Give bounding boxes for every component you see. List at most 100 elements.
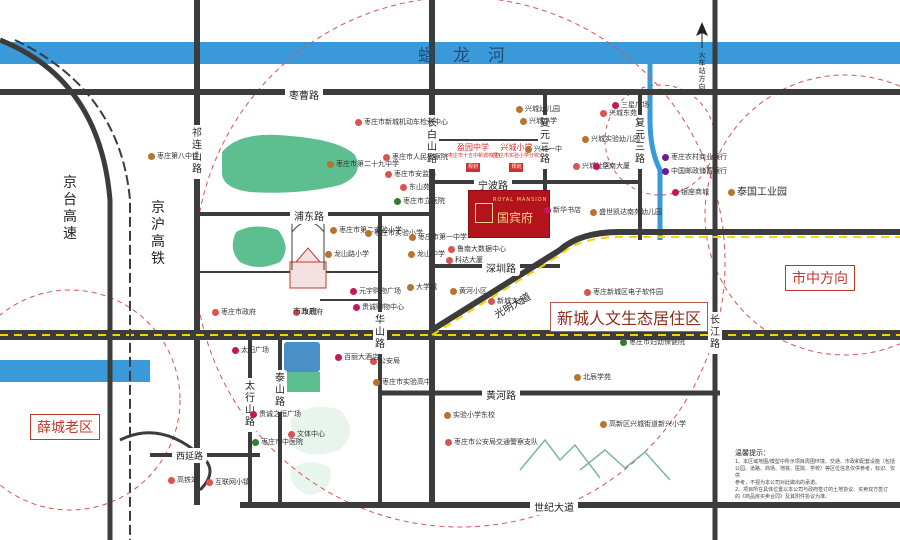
road-label-fuyuan3: 复元三路 [633,115,647,169]
poi-bank: 枣庄农村商业银行 [662,153,727,162]
poi-school: 枣庄市实验高中 [373,378,431,387]
road-label-xiyan: 西延路 [172,448,208,463]
project-marker[interactable]: ROYAL MANSION 国宾府 [468,190,550,238]
jinghu-railway [14,39,131,540]
radius-circle-east [704,74,900,356]
poi-med: 枣庄市中医院 [252,438,303,447]
school-icon [450,287,457,295]
poi-label: 枣庄市政府 [221,308,256,316]
rail-label-jingtai: 京台高速 [63,175,77,242]
rail-label-jinghu: 京沪高铁 [151,200,165,267]
poi-label: 枣庄市人民检察院 [392,153,448,161]
school-icon [325,250,332,258]
poi-school: 龙山中学 [408,250,445,259]
lake-center [284,342,320,372]
poi-shop: 银座商城 [672,188,709,197]
shop-icon [544,206,551,214]
poi-med: 枣庄市妇幼保健院 [620,338,685,347]
park-icon [728,188,735,196]
gov-icon [355,118,362,126]
poi-med: 枣庄市立医院 [394,197,445,206]
poi-shop: 百丽大酒店 [335,353,379,362]
notes-line: 的《商品房买卖合同》及其附件协议为准。 [735,494,831,500]
school-icon [520,117,527,125]
poi-label: 公安局 [379,357,400,365]
poi-label: 枣庄市实验高中 [382,378,431,386]
notes-line: 1、本区域地图/模型中所示项目周围环境、交通、市政和配套设施（包括 [735,459,895,465]
poi-shop: 贵诚购物中心 [353,303,404,312]
north-arrow-icon [696,22,708,36]
poi-label: 东山苑 [409,183,430,191]
poi-school: 盛世凯达南苑幼儿园 [590,208,662,217]
poi-label: 太阳广场 [241,346,269,354]
poi-gov: 枣庄市公安局交通警察支队 [445,438,538,447]
poi-label: 兴城实验幼儿园 [591,135,640,143]
gov-icon [293,308,300,316]
school-icon [148,152,155,160]
notes-line: 公园、道路、商场、地铁、医院、学校）等区位信息仅供参考，标识、仅供 [735,466,896,479]
poi-label: 元宇购物广场 [359,287,401,295]
disclaimer-notes: 温馨提示： 1、本区域地图/模型中所示项目周围环境、交通、市政和配套设施（包括 … [735,450,895,501]
gov-icon [600,109,607,117]
poi-label: 贵诚之恒广场 [259,410,301,418]
poi-label: 实验小学东校 [453,411,495,419]
shop-icon [350,287,357,295]
poi-label: 兴城幼儿园 [525,105,560,113]
poi-label: 三星广场 [621,101,649,109]
gov-icon [573,162,580,170]
gov-icon [400,183,407,191]
poi-school: 枣庄市实验小学 [365,229,423,238]
shop-icon [612,101,619,109]
poi-school: 实验小学东校 [444,411,495,420]
bank-icon [662,167,669,175]
road-label-ningbo: 宁波路 [474,176,512,193]
poi-shop: 新华书店 [544,206,581,215]
poi-label: 市政府 [302,308,323,316]
school-plan-b: 兴城小学(枣庄市实验小学分校)规划 [492,143,541,172]
school-icon [330,226,337,234]
poi-shop: 三星广场 [612,101,649,110]
poi-school: 枣庄市第二十九中学 [327,160,399,169]
school-icon [408,250,415,258]
poi-label: 枣庄市实验小学 [374,229,423,237]
gov-icon [488,297,495,305]
area-label-xincheng: 新城人文生态居住区 [550,302,709,332]
gov-icon [206,478,213,486]
road-label-taishan: 泰山路 [273,370,287,412]
gov-icon [445,438,452,446]
poi-gov: 市政府 [293,308,323,317]
compass-label: 火车站方向 [698,51,706,91]
poi-label: 科达大厦 [455,256,483,264]
poi-label: 北辰学苑 [583,373,611,381]
road-label-huashan: 华山路 [373,312,387,354]
road-label-kaiyuan: 枣曹路 [285,86,323,103]
gov-icon [448,245,455,253]
gov-icon [383,153,390,161]
poi-label: 龙山路小学 [334,250,369,258]
poi-label: 枣庄第八中学 [157,152,199,160]
poi-shop: 元宇购物广场 [350,287,401,296]
shop-icon [232,346,239,354]
poi-school: 黄河小区 [450,287,487,296]
road-label-shenzhen: 深圳路 [482,259,520,276]
poi-label: 枣庄新城区电子软件园 [593,288,663,296]
school-icon [525,145,532,153]
school-icon [407,283,414,291]
bank-icon [662,153,669,161]
river-left [0,360,150,382]
poi-label: 枣庄市妇幼保健院 [629,338,685,346]
poi-gov: 公安局 [370,357,400,366]
poi-label: 枣庄市第一中学 [418,233,467,241]
poi-label: 鲁南大数据中心 [457,245,506,253]
poi-label: 枣庄市新城机动车检测中心 [364,118,448,126]
poi-label: 枣庄市第二十九中学 [336,160,399,168]
poi-school: 兴城小学 [520,117,557,126]
gov-icon [288,430,295,438]
poi-shop: 贵诚之恒广场 [250,410,301,419]
gov-icon [168,476,175,484]
school-icon [582,135,589,143]
poi-label: 盛世凯达南苑幼儿园 [599,208,662,216]
poi-gov: 高铁站 [168,476,198,485]
park-west [232,226,286,267]
